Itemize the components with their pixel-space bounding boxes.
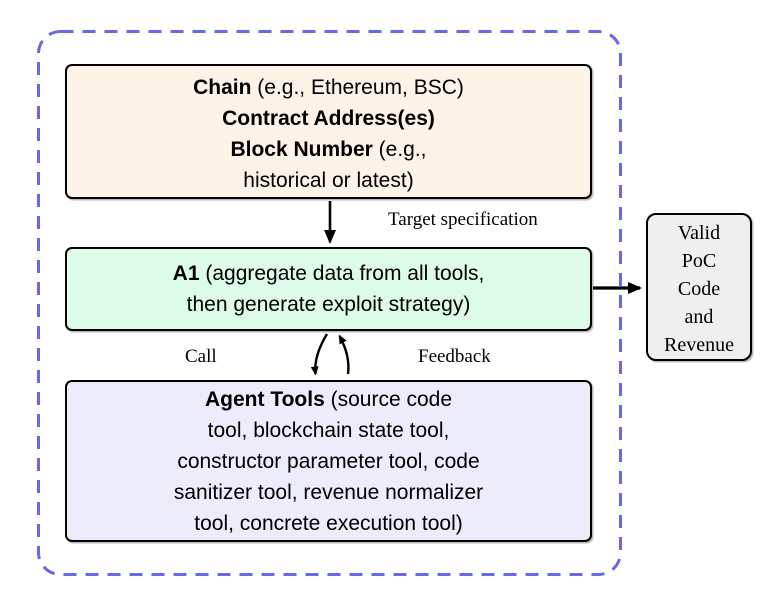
output-line-4: and [684, 306, 714, 328]
chain-line-3-text: (e.g., [372, 138, 427, 161]
tools-line-3: constructor parameter tool, code [67, 446, 590, 477]
output-line-5: Revenue [664, 334, 734, 356]
chain-line-1: Chain (e.g., Ethereum, BSC) [67, 72, 590, 103]
output-line-1: Valid [677, 222, 721, 244]
output-line-3: Code [677, 278, 721, 300]
target-specification-label: Target specification [388, 209, 538, 230]
chain-line-3-bold: Block Number [230, 138, 373, 161]
a1-line-1-bold: A1 [172, 262, 200, 285]
call-label: Call [185, 346, 217, 367]
tools-line-4: sanitizer tool, revenue normalizer [67, 477, 590, 508]
output-box: Valid PoC Code and Revenue [646, 213, 752, 361]
feedback-arrow [338, 334, 350, 375]
tools-line-1: Agent Tools (source code [67, 384, 590, 415]
a1-line-2-text: then generate exploit strategy) [186, 293, 471, 316]
chain-line-3: Block Number (e.g., [67, 134, 590, 165]
tools-line-1-bold: Agent Tools [205, 388, 325, 411]
feedback-label: Feedback [418, 346, 491, 367]
tools-line-4-text: sanitizer tool, revenue normalizer [173, 481, 484, 504]
a1-line-1: A1 (aggregate data from all tools, [67, 258, 590, 289]
chain-line-4-text: historical or latest) [243, 169, 414, 192]
chain-line-2-bold: Contract Address(es) [222, 107, 435, 130]
chain-line-4: historical or latest) [67, 165, 590, 196]
agent-tools-box: Agent Tools (source code tool, blockchai… [65, 380, 592, 542]
chain-line-1-text: (e.g., Ethereum, BSC) [251, 76, 464, 99]
tools-line-3-text: constructor parameter tool, code [177, 450, 480, 473]
chain-line-1-bold: Chain [193, 76, 252, 99]
a1-agent-box: A1 (aggregate data from all tools, then … [65, 247, 592, 331]
target-spec-box: Chain (e.g., Ethereum, BSC) Contract Add… [65, 64, 592, 199]
tools-line-1-text: (source code [324, 388, 452, 411]
output-line-2: PoC [681, 250, 717, 272]
tools-line-5: tool, concrete execution tool) [67, 508, 590, 539]
call-arrow [310, 333, 329, 376]
a1-line-2: then generate exploit strategy) [67, 289, 590, 320]
tools-line-2: tool, blockchain state tool, [67, 415, 590, 446]
tools-line-2-text: tool, blockchain state tool, [207, 419, 450, 442]
chain-line-2: Contract Address(es) [67, 103, 590, 134]
a1-line-1-text: (aggregate data from all tools, [199, 262, 485, 285]
tools-line-5-text: tool, concrete execution tool) [194, 512, 463, 535]
